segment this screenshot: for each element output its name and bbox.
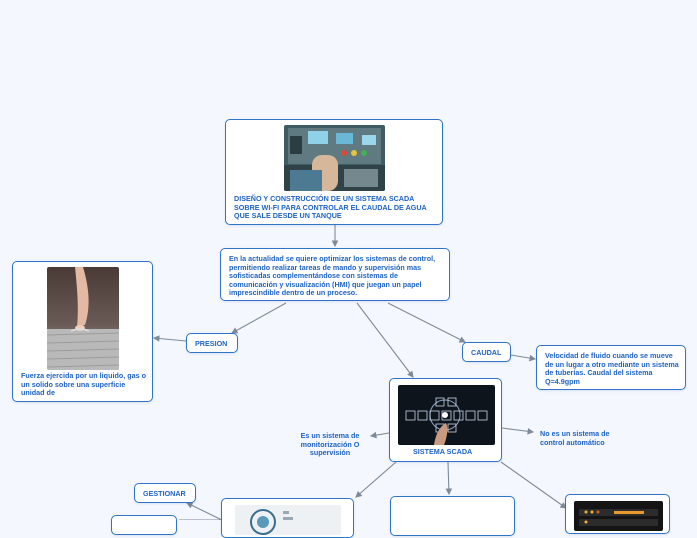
gestionar-node[interactable]: GESTIONAR bbox=[134, 483, 196, 503]
equipment-rack-image bbox=[574, 501, 663, 531]
lower-left-node[interactable] bbox=[111, 515, 177, 535]
mind-map-canvas: DISEÑO Y CONSTRUCCIÓN DE UN SISTEMA SCAD… bbox=[12, 119, 686, 538]
root-title: DISEÑO Y CONSTRUCCIÓN DE UN SISTEMA SCAD… bbox=[234, 194, 427, 221]
scada-left-text[interactable]: Es un sistema de monitorización O superv… bbox=[300, 431, 360, 458]
link-tool-gestionar bbox=[186, 502, 223, 520]
link-intro-presion bbox=[231, 302, 287, 334]
link-scada-bottom-mid bbox=[445, 461, 453, 496]
presion-desc-text: Fuerza ejercida por un liquido, gas o un… bbox=[21, 371, 147, 398]
caudal-label: CAUDAL bbox=[471, 348, 502, 357]
caudal-desc-node[interactable]: Velocidad de fluido cuando se mueve de u… bbox=[536, 345, 686, 390]
scada-label: SISTEMA SCADA bbox=[413, 447, 473, 456]
link-caudal-desc bbox=[510, 354, 537, 362]
caudal-desc-text: Velocidad de fluido cuando se mueve de u… bbox=[545, 351, 679, 386]
presion-label: PRESION bbox=[195, 339, 228, 348]
scada-right-text[interactable]: No es un sistema de control automático bbox=[540, 429, 610, 447]
scada-touch-interface-image bbox=[398, 385, 495, 445]
scada-node[interactable]: SISTEMA SCADA bbox=[389, 378, 502, 462]
control-panel-image bbox=[284, 125, 385, 191]
tool-node[interactable] bbox=[221, 498, 354, 538]
caudal-node[interactable]: CAUDAL bbox=[462, 342, 511, 362]
intro-text: En la actualidad se quiere optimizar los… bbox=[229, 254, 436, 298]
link-scada-left bbox=[369, 431, 390, 439]
link-scada-bottom-right bbox=[500, 461, 567, 509]
presion-node[interactable]: PRESION bbox=[186, 333, 238, 353]
link-intro-scada bbox=[356, 302, 414, 378]
equipment-node[interactable] bbox=[565, 494, 670, 534]
root-node[interactable]: DISEÑO Y CONSTRUCCIÓN DE UN SISTEMA SCAD… bbox=[225, 119, 443, 225]
bottom-mid-node[interactable] bbox=[390, 496, 515, 536]
intro-node[interactable]: En la actualidad se quiere optimizar los… bbox=[220, 248, 450, 301]
connector-layer bbox=[152, 225, 567, 520]
presion-desc-node[interactable]: Fuerza ejercida por un liquido, gas o un… bbox=[12, 261, 153, 402]
link-scada-bottom-left bbox=[355, 461, 397, 498]
iot-logo-image bbox=[235, 505, 341, 535]
link-intro-caudal bbox=[387, 302, 466, 343]
link-presion-desc bbox=[152, 335, 187, 342]
finger-pressure-image bbox=[47, 267, 119, 370]
gestionar-label: GESTIONAR bbox=[143, 489, 186, 498]
link-scada-right bbox=[501, 427, 535, 435]
